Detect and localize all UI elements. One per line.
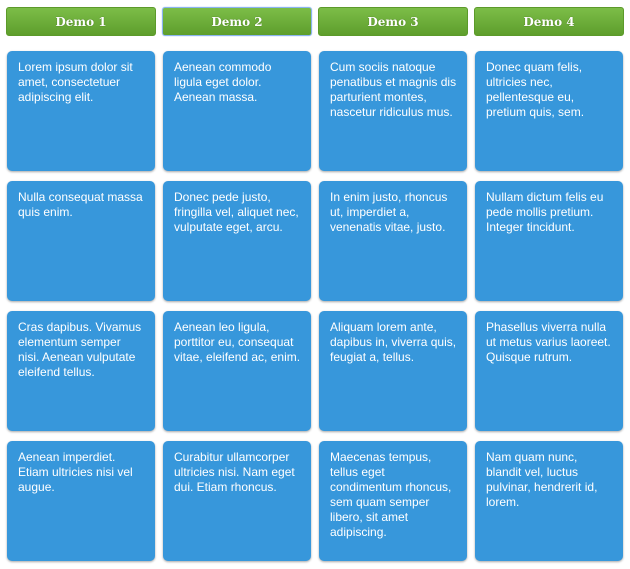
card: Lorem ipsum dolor sit amet, consectetuer… <box>7 51 155 171</box>
card: Aenean leo ligula, porttitor eu, consequ… <box>163 311 311 431</box>
card: Maecenas tempus, tellus eget condimentum… <box>319 441 467 561</box>
demo-4-button[interactable]: Demo 4 <box>474 7 624 36</box>
card: Phasellus viverra nulla ut metus varius … <box>475 311 623 431</box>
demo-1-button[interactable]: Demo 1 <box>6 7 156 36</box>
card: Donec pede justo, fringilla vel, aliquet… <box>163 181 311 301</box>
card: In enim justo, rhoncus ut, imperdiet a, … <box>319 181 467 301</box>
card: Donec quam felis, ultricies nec, pellent… <box>475 51 623 171</box>
demo-2-button[interactable]: Demo 2 <box>162 7 312 36</box>
card: Nullam dictum felis eu pede mollis preti… <box>475 181 623 301</box>
card: Cum sociis natoque penatibus et magnis d… <box>319 51 467 171</box>
card: Aenean commodo ligula eget dolor. Aenean… <box>163 51 311 171</box>
card: Cras dapibus. Vivamus elementum semper n… <box>7 311 155 431</box>
card: Curabitur ullamcorper ultricies nisi. Na… <box>163 441 311 561</box>
demo-3-button[interactable]: Demo 3 <box>318 7 468 36</box>
card: Nulla consequat massa quis enim. <box>7 181 155 301</box>
card: Aenean imperdiet. Etiam ultricies nisi v… <box>7 441 155 561</box>
card: Nam quam nunc, blandit vel, luctus pulvi… <box>475 441 623 561</box>
demo-toolbar: Demo 1 Demo 2 Demo 3 Demo 4 <box>6 7 624 36</box>
card-grid: Lorem ipsum dolor sit amet, consectetuer… <box>7 51 623 561</box>
card: Aliquam lorem ante, dapibus in, viverra … <box>319 311 467 431</box>
